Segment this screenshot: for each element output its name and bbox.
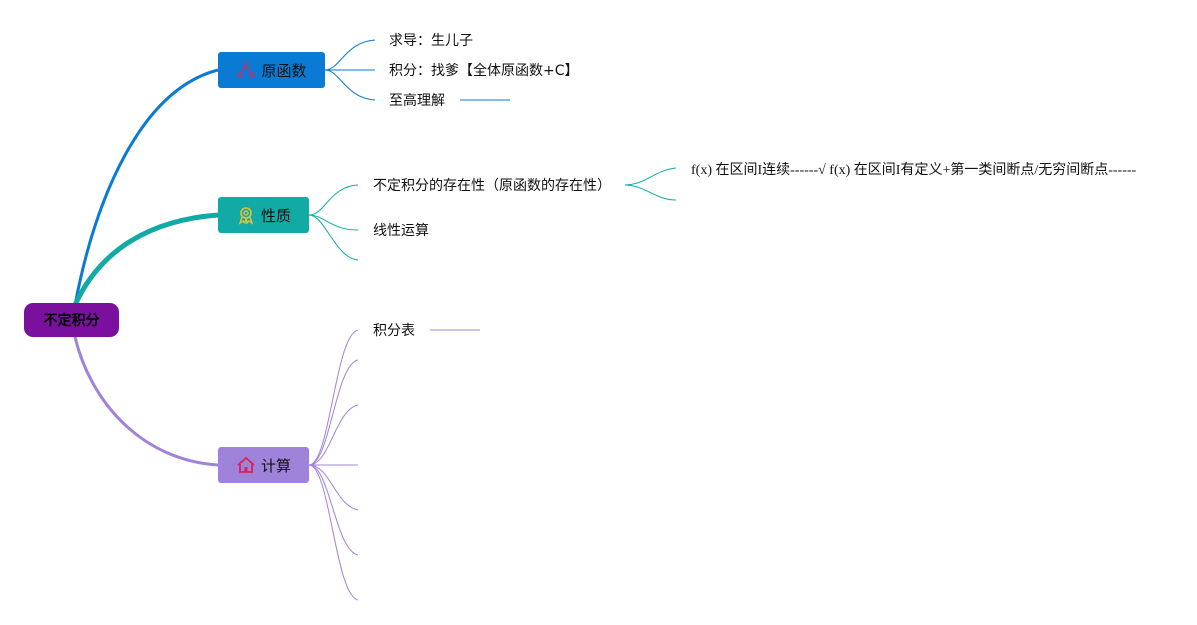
leaf-linearity[interactable]: 线性运算 bbox=[373, 223, 429, 239]
leaf-existence-condition[interactable]: f(x) 在区间I连续------√ f(x) 在区间I有定义+第一类间断点/无… bbox=[691, 163, 1137, 178]
connector-root-branch2 bbox=[72, 212, 219, 307]
branch-node-calculation[interactable]: 计算 bbox=[218, 447, 309, 483]
leaf-integral-table[interactable]: 积分表 bbox=[373, 323, 415, 339]
branch-node-primitive[interactable]: 原函数 bbox=[218, 52, 325, 88]
home-icon bbox=[236, 455, 256, 475]
leaf-understanding[interactable]: 至高理解 bbox=[389, 93, 445, 109]
leaf-derivative[interactable]: 求导：生儿子 bbox=[389, 33, 473, 49]
leaf-integral[interactable]: 积分：找爹【全体原函数+C】 bbox=[389, 63, 579, 79]
root-node[interactable]: 不定积分 bbox=[24, 303, 119, 337]
branch-label: 原函数 bbox=[261, 61, 307, 80]
connector-root-branch1 bbox=[73, 68, 219, 306]
branch-node-properties[interactable]: 性质 bbox=[218, 197, 309, 233]
root-label: 不定积分 bbox=[43, 313, 100, 329]
molecule-icon bbox=[236, 60, 256, 80]
branch-label: 性质 bbox=[260, 206, 291, 225]
branch-label: 计算 bbox=[260, 456, 291, 475]
connector-root-branch3 bbox=[73, 336, 219, 467]
award-ribbon-icon bbox=[236, 205, 256, 225]
leaf-existence[interactable]: 不定积分的存在性（原函数的存在性） bbox=[373, 178, 611, 194]
